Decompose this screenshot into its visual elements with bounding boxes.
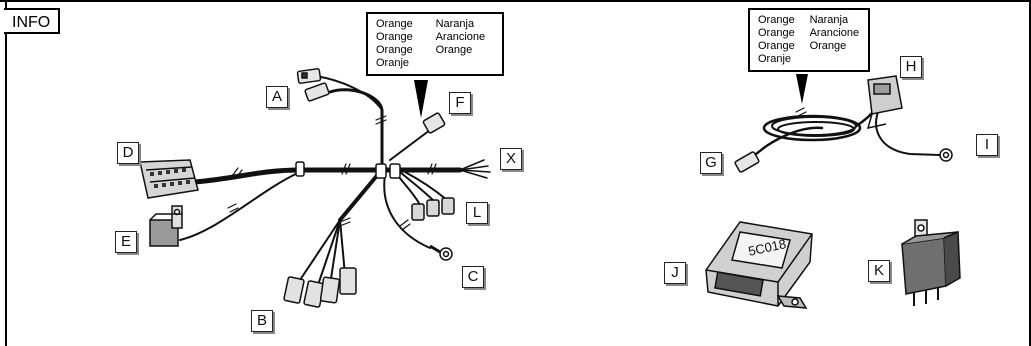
- main-wiring-harness: [179, 75, 491, 286]
- part-label-x: X: [500, 148, 522, 170]
- callout-left-text: Orange: [376, 31, 413, 43]
- control-unit-j: [705, 221, 813, 309]
- ring-terminal-i: [939, 148, 953, 162]
- part-label-a: A: [266, 86, 288, 108]
- part-label-g: G: [700, 152, 722, 174]
- connectors-b: [283, 267, 357, 308]
- part-label-f: F: [449, 92, 471, 114]
- part-label-i: I: [976, 134, 998, 156]
- connector-h: [866, 75, 903, 130]
- part-label-h: H: [900, 56, 922, 78]
- color-callout-left: Orange Naranja Orange Arancione Orange O…: [366, 12, 504, 76]
- info-tag: INFO: [4, 8, 61, 34]
- callout-right-text: Oranje: [758, 53, 792, 65]
- connectors-l: [411, 197, 455, 221]
- connector-d: [139, 159, 199, 199]
- callout-left-text: Naranja: [435, 18, 475, 30]
- connector-g: [734, 151, 760, 173]
- callout-right-text: Orange: [758, 40, 795, 52]
- part-label-d: D: [117, 142, 139, 164]
- callout-left-text: Orange: [376, 18, 413, 30]
- part-label-l: L: [466, 202, 488, 224]
- ring-terminal-c: [429, 244, 453, 261]
- callout-right-text: Orange: [809, 40, 847, 52]
- sensor-cable: [750, 104, 941, 160]
- color-callout-right: Orange Naranja Orange Arancione Orange O…: [748, 8, 870, 72]
- part-label-c: C: [462, 266, 484, 288]
- part-label-b: B: [251, 310, 273, 332]
- part-label-j: J: [664, 262, 686, 284]
- part-label-k: K: [868, 260, 890, 282]
- callout-left-text: Orange: [435, 44, 473, 56]
- connector-f: [422, 112, 446, 134]
- callout-right-text: Naranja: [809, 14, 849, 26]
- callout-left-text: Oranje: [376, 57, 410, 69]
- callout-right-text: Orange: [758, 14, 795, 26]
- connector-e: [149, 205, 183, 247]
- callout-right-text: Arancione: [809, 27, 860, 39]
- callout-pointer-right: [796, 74, 808, 104]
- harness-clips: [295, 161, 401, 179]
- part-label-e: E: [115, 231, 137, 253]
- connector-a: [296, 68, 330, 102]
- callout-pointer-left: [414, 80, 428, 118]
- relay-k: [901, 219, 961, 306]
- callout-right-text: Orange: [758, 27, 795, 39]
- callout-left-text: Orange: [376, 44, 413, 56]
- callout-left-text: Arancione: [435, 31, 486, 43]
